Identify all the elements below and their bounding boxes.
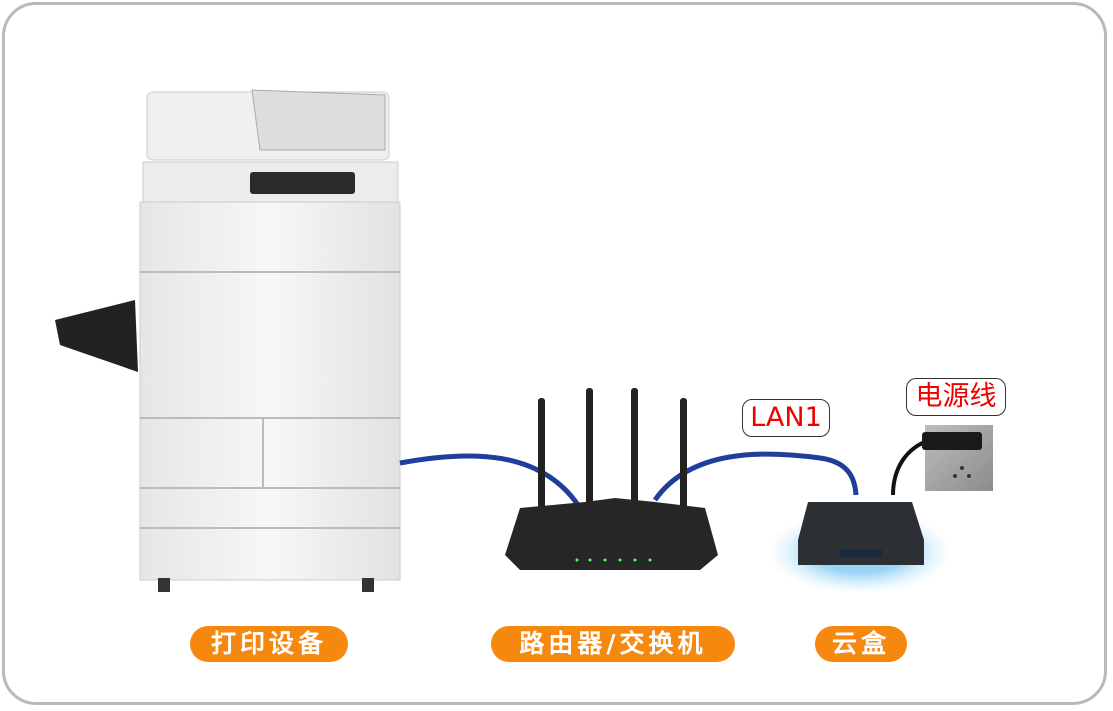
cloud-box-image	[768, 502, 952, 594]
lan1-port-label: LAN1	[742, 399, 830, 437]
router-label: 路由器/交换机	[491, 626, 735, 662]
cloud-box-label: 云盒	[815, 626, 907, 662]
printer-label: 打印设备	[190, 626, 348, 662]
power-cable-label: 电源线	[906, 378, 1006, 416]
ethernet-cable-printer-router	[399, 453, 581, 507]
power-socket-image	[922, 425, 993, 491]
printer-image	[55, 89, 401, 592]
router-image	[505, 388, 718, 570]
